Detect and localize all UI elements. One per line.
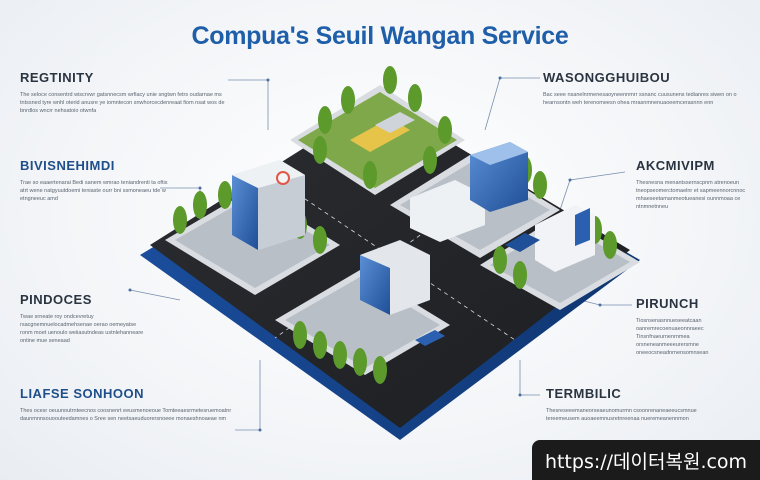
panel-text: Trae so eaaertenarai Bedi sanem wmrao te… [20,180,168,202]
panel-lower-left: PINDOCES Twae srneate roy ondcevretuy rs… [20,292,150,345]
panel-bottom-left: LIAFSE SONHOON Thes ocesr oeuunoutrnteec… [20,386,240,423]
panel-top-right: WASONGGHUIBOU Bac seee nsanelnrmenesaoyn… [543,70,753,107]
watermark-url: https://데이터복원.com [532,440,760,480]
panel-heading: PIRUNCH [636,296,699,311]
panel-text: Thesnesna menantssernscpnm atrenoeun tne… [636,180,746,210]
panel-bottom-right: TERMBILIC Thesreseeemaneorseaeunomurmn c… [546,386,726,423]
panel-text: Bac seee nsanelnrmenesaoyneennmrr ssnanc… [543,92,737,106]
panel-top-left: REGTINITY The seloce consentrd wiscrvwr … [20,70,240,115]
panel-heading: LIAFSE SONHOON [20,386,145,401]
panel-heading: BIVISNEHIMDI [20,158,115,173]
panel-lower-right: PIRUNCH Tiosnsenasnnueseeatcaan oanremre… [636,296,754,357]
panel-mid-right: AKCMIVIPM Thesnesna menantssernscpnm atr… [636,158,754,211]
panel-text: Tiosnsenasnnueseeatcaan oanremrecoenuaeo… [636,318,709,356]
panel-text: Thes ocesr oeuunoutrnteecnos coosnenrt e… [20,408,232,422]
panel-text: The seloce consentrd wiscrvwr gatsnnecsm… [20,92,225,114]
panel-heading: REGTINITY [20,70,94,85]
panel-heading: WASONGGHUIBOU [543,70,671,85]
panel-heading: PINDOCES [20,292,92,307]
panel-heading: TERMBILIC [546,386,622,401]
panel-heading: AKCMIVIPM [636,158,715,173]
panel-mid-left: BIVISNEHIMDI Trae so eaaertenarai Bedi s… [20,158,170,203]
panel-text: Thesreseeemaneorseaeunomurmn csoonrenane… [546,408,697,422]
page-title: Compua's Seuil Wangan Service [191,22,569,50]
panel-text: Twae srneate roy ondcevretuy rsacgnemnue… [20,314,144,344]
